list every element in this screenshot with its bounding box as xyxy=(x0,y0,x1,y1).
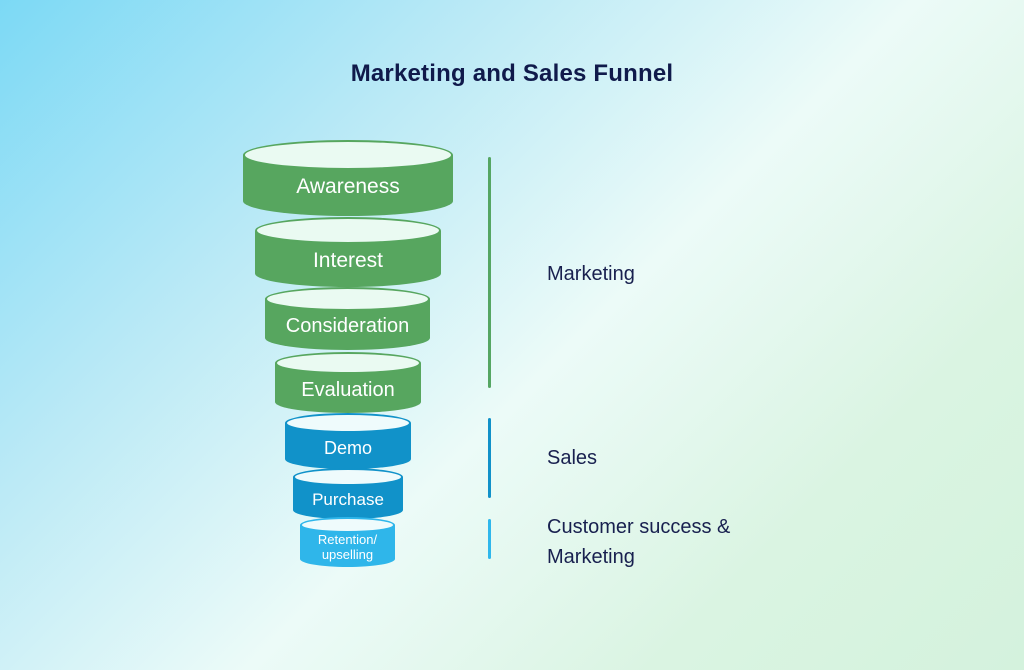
sales-group-label: Sales xyxy=(547,447,598,469)
cylinder-top-ellipse xyxy=(265,287,430,311)
funnel-stage-purchase: Purchase xyxy=(293,468,403,519)
cylinder-top-ellipse xyxy=(300,517,395,533)
funnel-stage-retention-upselling: Retention/ upselling xyxy=(300,517,395,567)
funnel-stage-label: Awareness xyxy=(296,175,400,199)
page-title: Marketing and Sales Funnel xyxy=(350,60,674,87)
funnel-stage-label: Interest xyxy=(312,248,384,272)
cylinder-top-ellipse xyxy=(243,140,453,170)
cylinder-top-ellipse xyxy=(255,217,441,244)
funnel-stage-awareness: Awareness xyxy=(243,140,453,216)
funnel-stage-interest: Interest xyxy=(255,217,441,287)
marketing-group-label: Marketing xyxy=(547,263,635,285)
cylinder-top-ellipse xyxy=(285,413,411,433)
funnel-stage-demo: Demo xyxy=(285,413,411,469)
funnel-stage-label: Retention/ upselling xyxy=(317,532,378,562)
cylinder-top-ellipse xyxy=(275,352,421,374)
cylinder-top-ellipse xyxy=(293,468,403,486)
funnel-stage-consideration: Consideration xyxy=(265,287,430,350)
funnel-stage-label: Purchase xyxy=(312,490,384,510)
customer-success-group-label: Customer success & Marketing xyxy=(547,516,731,568)
funnel-stage-label: Demo xyxy=(323,437,372,458)
customer-success-bracket-line xyxy=(488,519,491,559)
funnel-stage-label: Consideration xyxy=(285,315,410,337)
funnel-stage-label: Evaluation xyxy=(301,378,395,401)
marketing-bracket-line xyxy=(488,157,491,388)
funnel-stage-evaluation: Evaluation xyxy=(275,352,421,413)
sales-bracket-line xyxy=(488,418,491,498)
